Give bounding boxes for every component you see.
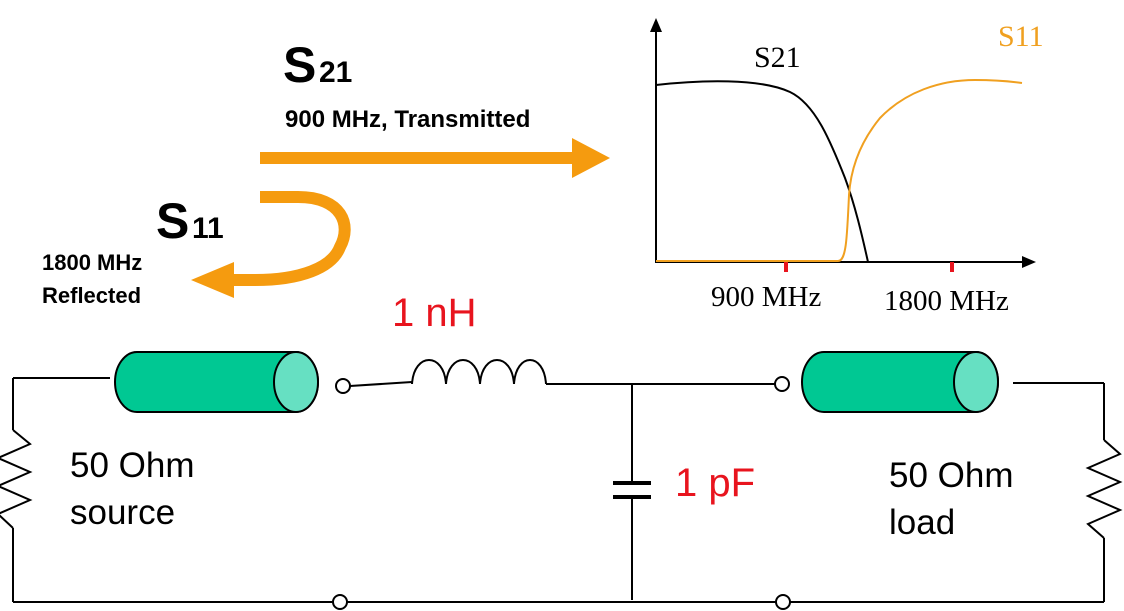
s21-label-main: S (283, 37, 316, 93)
s11-description-line1: 1800 MHz (42, 250, 142, 275)
source-coax-cable (114, 351, 319, 413)
s21-curve (655, 80, 869, 263)
tick-label-900mhz: 900 MHz (711, 281, 821, 313)
graph-y-axis-arrowhead (650, 18, 662, 32)
capacitor (613, 384, 651, 600)
s21-label-sub: 21 (319, 56, 352, 89)
terminal-bottom-right (775, 594, 791, 610)
s21-curve-label: S21 (754, 41, 801, 74)
load-coax-cable (801, 351, 999, 413)
ground-line (13, 594, 1104, 610)
terminal-top-left (335, 378, 351, 394)
capacitor-label: 1 pF (675, 461, 755, 505)
s11-label-sub: 11 (192, 212, 224, 245)
load-resistor (1013, 382, 1123, 602)
response-graph: S21 S11 900 MHz 1800 MHz (650, 18, 1044, 317)
s21-arrow (260, 138, 610, 178)
terminal-bottom-left (332, 594, 348, 610)
inductor-label: 1 nH (392, 291, 477, 335)
inductor (411, 359, 547, 385)
source-label-line2: source (70, 493, 175, 532)
load-label-line1: 50 Ohm (889, 456, 1014, 495)
terminal-top-right (774, 376, 790, 392)
graph-x-axis-arrowhead (1022, 256, 1036, 268)
s11-curve (656, 78, 1023, 262)
s21-description: 900 MHz, Transmitted (285, 106, 530, 133)
tick-label-1800mhz: 1800 MHz (884, 285, 1009, 317)
s11-arrow (191, 191, 351, 298)
s21-label: S 21 900 MHz, Transmitted (283, 37, 530, 133)
s11-description-line2: Reflected (42, 283, 141, 308)
s11-curve-label: S11 (998, 20, 1044, 53)
s11-label-main: S (156, 193, 189, 249)
circuit: 1 nH 1 pF 50 Ohm source 50 Ohm load (0, 291, 1123, 610)
source-label-line1: 50 Ohm (70, 446, 195, 485)
s11-label: S 11 1800 MHz Reflected (42, 193, 224, 308)
source-resistor (0, 377, 110, 602)
load-label-line2: load (889, 503, 955, 542)
